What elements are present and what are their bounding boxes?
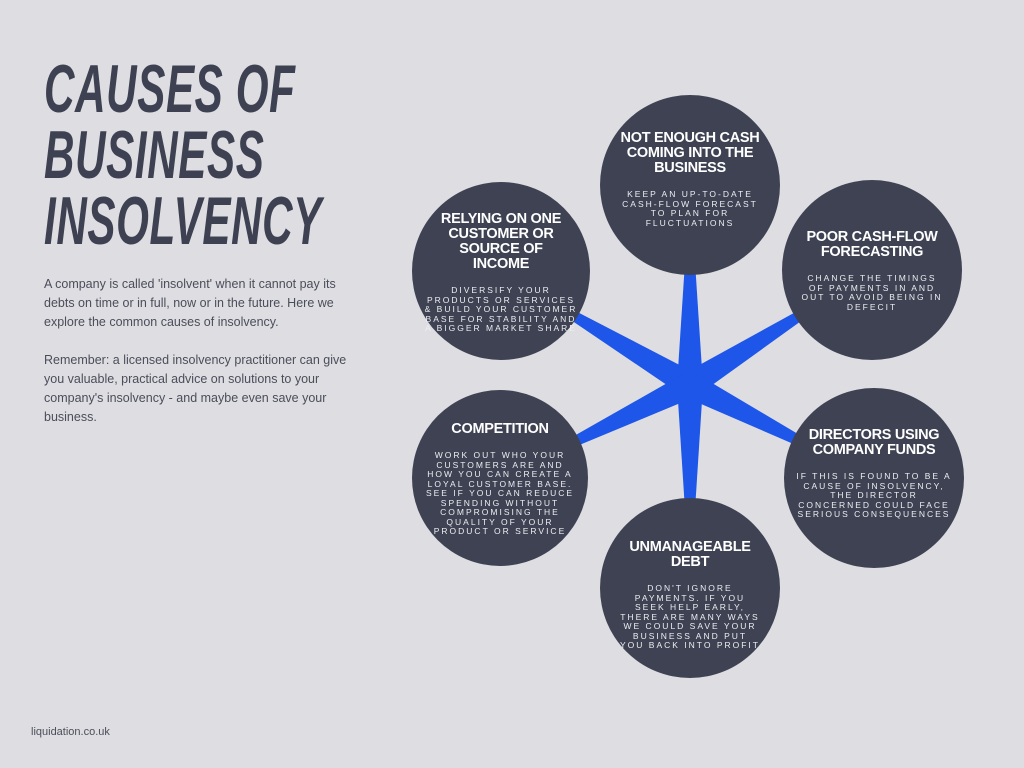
cause-advice: WORK OUT WHO YOUR CUSTOMERS ARE AND HOW … [425,450,575,536]
cause-heading: UNMANAGEABLE DEBT [629,539,751,570]
cause-heading: NOT ENOUGH CASH COMING INTO THE BUSINESS [620,130,760,176]
cause-advice: DIVERSIFY YOUR PRODUCTS OR SERVICES & BU… [424,285,578,333]
cause-circle-reliance: RELYING ON ONE CUSTOMER OR SOURCE OF INC… [412,182,590,360]
cause-advice: DON'T IGNORE PAYMENTS. IF YOU SEEK HELP … [620,583,760,650]
title-line: BUSINESS [44,117,265,193]
cause-circle-debt: UNMANAGEABLE DEBT DON'T IGNORE PAYMENTS.… [600,498,780,678]
cause-advice: IF THIS IS FOUND TO BE A CAUSE OF INSOLV… [796,471,952,519]
title-line: CAUSES OF [44,51,296,127]
page-title: CAUSES OF BUSINESS INSOLVENCY [44,51,322,259]
star-spike [677,185,703,385]
star-spike [677,385,703,588]
intro-paragraph: Remember: a licensed insolvency practiti… [44,353,347,424]
cause-heading: POOR CASH-FLOW FORECASTING [806,229,938,260]
cause-circle-competition: COMPETITION WORK OUT WHO YOUR CUSTOMERS … [412,390,588,566]
title-line: INSOLVENCY [44,183,322,259]
cause-circle-forecasting: POOR CASH-FLOW FORECASTING CHANGE THE TI… [782,180,962,360]
intro-text: A company is called 'insolvent' when it … [44,275,364,446]
cause-heading: RELYING ON ONE CUSTOMER OR SOURCE OF INC… [440,211,562,272]
cause-heading: DIRECTORS USING COMPANY FUNDS [808,427,940,458]
footer-source: liquidation.co.uk [31,726,110,738]
cause-circle-directors: DIRECTORS USING COMPANY FUNDS IF THIS IS… [784,388,964,568]
cause-circle-cash: NOT ENOUGH CASH COMING INTO THE BUSINESS… [600,95,780,275]
cause-heading: COMPETITION [451,421,549,437]
cause-advice: CHANGE THE TIMINGS OF PAYMENTS IN AND OU… [801,273,943,312]
cause-advice: KEEP AN UP-TO-DATE CASH-FLOW FORECAST TO… [622,189,758,228]
intro-paragraph: A company is called 'insolvent' when it … [44,277,336,329]
